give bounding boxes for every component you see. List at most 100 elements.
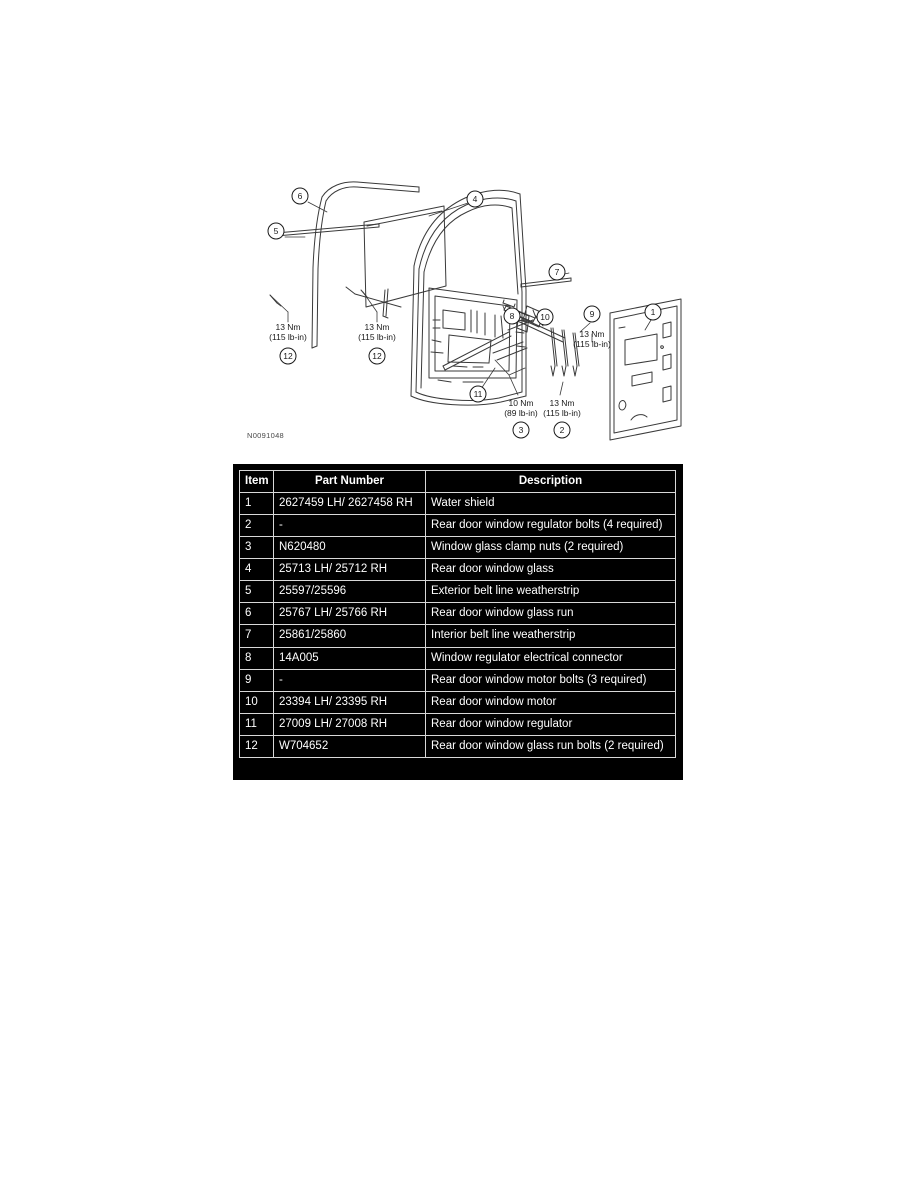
figure-reference-number: N0091048 bbox=[247, 431, 285, 440]
cell-description: Rear door window motor bbox=[425, 690, 676, 714]
cell-item: 6 bbox=[239, 602, 274, 626]
glass-run-channel-art bbox=[311, 181, 420, 349]
cell-item: 2 bbox=[239, 514, 274, 538]
callout-10: 10 bbox=[536, 308, 554, 326]
cell-part-number: 25767 LH/ 25766 RH bbox=[273, 602, 426, 626]
callout-12-left: 12 bbox=[279, 347, 297, 365]
cell-description: Water shield bbox=[425, 492, 676, 516]
callout-11: 11 bbox=[469, 385, 487, 403]
cell-description: Rear door window glass run bolts (2 requ… bbox=[425, 734, 676, 758]
cell-part-number: 25713 LH/ 25712 RH bbox=[273, 558, 426, 582]
svg-text:5: 5 bbox=[274, 226, 279, 236]
table-header-row: Item Part Number Description bbox=[239, 469, 676, 494]
cell-item: 4 bbox=[239, 558, 274, 582]
cell-item: 8 bbox=[239, 646, 274, 670]
water-shield-art bbox=[609, 298, 682, 441]
cell-item: 11 bbox=[239, 712, 274, 736]
svg-text:10: 10 bbox=[540, 312, 550, 322]
cell-description: Rear door window regulator bolts (4 requ… bbox=[425, 514, 676, 538]
cell-part-number: 14A005 bbox=[273, 646, 426, 670]
torque-label-12a-nm: 13 Nm bbox=[275, 322, 300, 332]
torque-label-3-nm: 10 Nm bbox=[508, 398, 533, 408]
torque-label-9-lbin: (115 lb-in) bbox=[573, 339, 611, 349]
window-regulator-art bbox=[442, 299, 566, 371]
cell-description: Rear door window motor bolts (3 required… bbox=[425, 668, 676, 692]
torque-label-9-nm: 13 Nm bbox=[579, 329, 604, 339]
cell-part-number: 2627459 LH/ 2627458 RH bbox=[273, 492, 426, 516]
cell-part-number: 23394 LH/ 23395 RH bbox=[273, 690, 426, 714]
svg-text:12: 12 bbox=[283, 351, 293, 361]
svg-text:4: 4 bbox=[473, 194, 478, 204]
svg-text:8: 8 bbox=[510, 311, 515, 321]
cell-item: 9 bbox=[239, 668, 274, 692]
interior-weatherstrip-art bbox=[520, 277, 572, 288]
cell-item: 3 bbox=[239, 536, 274, 560]
cell-part-number: 27009 LH/ 27008 RH bbox=[273, 712, 426, 736]
svg-text:2: 2 bbox=[560, 425, 565, 435]
torque-spec-labels: 13 Nm (115 lb-in) 13 Nm (115 lb-in) 13 N… bbox=[269, 322, 611, 418]
cell-description: Rear door window glass bbox=[425, 558, 676, 582]
cell-description: Window glass clamp nuts (2 required) bbox=[425, 536, 676, 560]
callout-5: 5 bbox=[267, 222, 285, 240]
callout-8: 8 bbox=[503, 307, 521, 325]
svg-text:6: 6 bbox=[298, 191, 303, 201]
cell-item: 10 bbox=[239, 690, 274, 714]
callout-7: 7 bbox=[548, 263, 566, 281]
cell-description: Window regulator electrical connector bbox=[425, 646, 676, 670]
callout-3: 3 bbox=[512, 421, 530, 439]
column-header-part-number: Part Number bbox=[273, 469, 426, 494]
torque-label-12b-lbin: (115 lb-in) bbox=[358, 332, 396, 342]
column-header-item: Item bbox=[239, 469, 274, 494]
fastener-art bbox=[492, 327, 580, 377]
callout-bubbles: 6 5 4 7 8 10 9 bbox=[267, 187, 662, 439]
svg-text:3: 3 bbox=[519, 425, 524, 435]
table-row: 9-Rear door window motor bolts (3 requir… bbox=[239, 668, 676, 692]
torque-label-3-lbin: (89 lb-in) bbox=[504, 408, 538, 418]
cell-item: 12 bbox=[239, 734, 274, 758]
cell-item: 5 bbox=[239, 580, 274, 604]
cell-part-number: N620480 bbox=[273, 536, 426, 560]
cell-item: 7 bbox=[239, 624, 274, 648]
table-row: 2-Rear door window regulator bolts (4 re… bbox=[239, 514, 676, 538]
cell-part-number: W704652 bbox=[273, 734, 426, 758]
callout-9: 9 bbox=[583, 305, 601, 323]
cell-description: Rear door window glass run bbox=[425, 602, 676, 626]
callout-12-right: 12 bbox=[368, 347, 386, 365]
svg-text:12: 12 bbox=[372, 351, 382, 361]
cell-description: Interior belt line weatherstrip bbox=[425, 624, 676, 648]
svg-text:7: 7 bbox=[555, 267, 560, 277]
exterior-weatherstrip-art bbox=[275, 223, 380, 237]
torque-label-12b-nm: 13 Nm bbox=[364, 322, 389, 332]
door-shell-art bbox=[410, 189, 527, 406]
callout-2: 2 bbox=[553, 421, 571, 439]
column-header-description: Description bbox=[425, 469, 676, 494]
torque-label-12a-lbin: (115 lb-in) bbox=[269, 332, 307, 342]
callout-1: 1 bbox=[644, 303, 662, 321]
svg-text:9: 9 bbox=[590, 309, 595, 319]
cell-part-number: - bbox=[273, 514, 426, 538]
window-glass-art bbox=[345, 205, 447, 319]
cell-part-number: 25597/25596 bbox=[273, 580, 426, 604]
cell-description: Exterior belt line weatherstrip bbox=[425, 580, 676, 604]
callout-4: 4 bbox=[466, 190, 484, 208]
door-window-assembly-drawing: 13 Nm (115 lb-in) 13 Nm (115 lb-in) 13 N… bbox=[267, 181, 682, 441]
svg-text:1: 1 bbox=[651, 307, 656, 317]
cell-description: Rear door window regulator bbox=[425, 712, 676, 736]
cell-item: 1 bbox=[239, 492, 274, 516]
torque-label-2-nm: 13 Nm bbox=[549, 398, 574, 408]
svg-text:11: 11 bbox=[474, 389, 483, 399]
torque-label-2-lbin: (115 lb-in) bbox=[543, 408, 581, 418]
exploded-view-illustration: 13 Nm (115 lb-in) 13 Nm (115 lb-in) 13 N… bbox=[233, 170, 683, 455]
